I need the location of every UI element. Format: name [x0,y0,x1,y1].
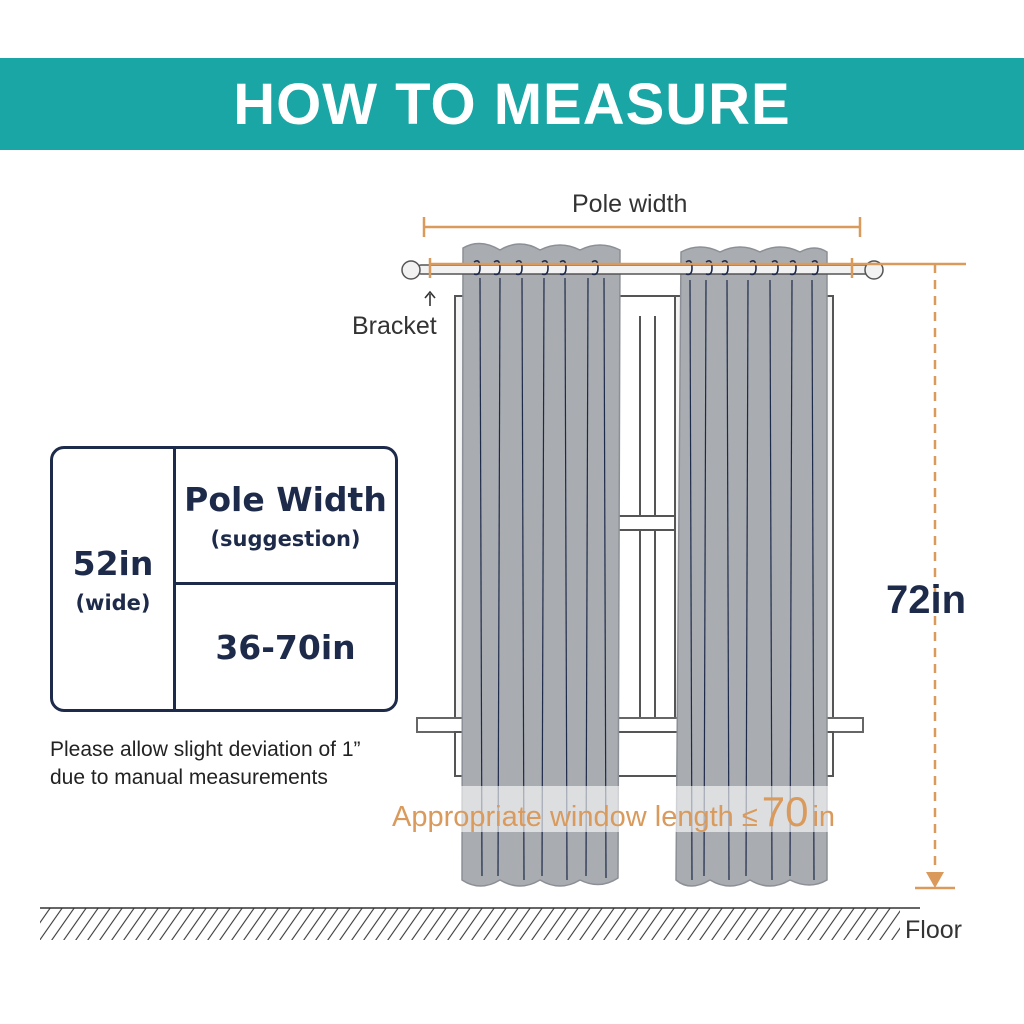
floor-label: Floor [905,916,962,944]
height-value-label: 72in [886,578,967,622]
deviation-note: Please allow slight deviation of 1” due … [50,736,450,792]
curtain-rings [473,260,819,276]
pole-width-header-sub: (suggestion) [210,527,361,551]
title-banner: HOW TO MEASURE [0,58,1024,150]
left-curtain-panel [461,242,621,887]
note-line-2: due to manual measurements [50,766,328,789]
pole-width-range: 36-70in [215,627,356,667]
right-curtain-panel [675,246,828,887]
width-cell: 52in (wide) [53,449,176,709]
window-length-prefix: Appropriate window length ≤ [392,801,758,833]
pole-width-range-cell: 36-70in [176,585,395,709]
window-length-value: 70 [761,788,809,835]
window-length-band [378,786,892,832]
window-length-label: Appropriate window length ≤ 70 in [380,788,847,835]
window-length-unit: in [812,801,836,833]
curtain-rod [401,260,884,280]
width-value: 52in [72,543,154,583]
bracket-label: Bracket [352,312,437,340]
note-line-1: Please allow slight deviation of 1” [50,738,361,761]
width-sub: (wide) [75,590,151,615]
pole-width-header: Pole Width [184,480,387,519]
pole-width-label: Pole width [572,190,688,218]
pole-width-header-cell: Pole Width (suggestion) [176,449,395,585]
floor [40,907,920,940]
arrow-down-icon [926,872,944,888]
page-title: HOW TO MEASURE [233,71,791,137]
size-table: 52in (wide) Pole Width (suggestion) 36-7… [50,446,398,712]
arrow-up-icon [424,290,436,306]
pole-width-dimension [422,217,862,278]
